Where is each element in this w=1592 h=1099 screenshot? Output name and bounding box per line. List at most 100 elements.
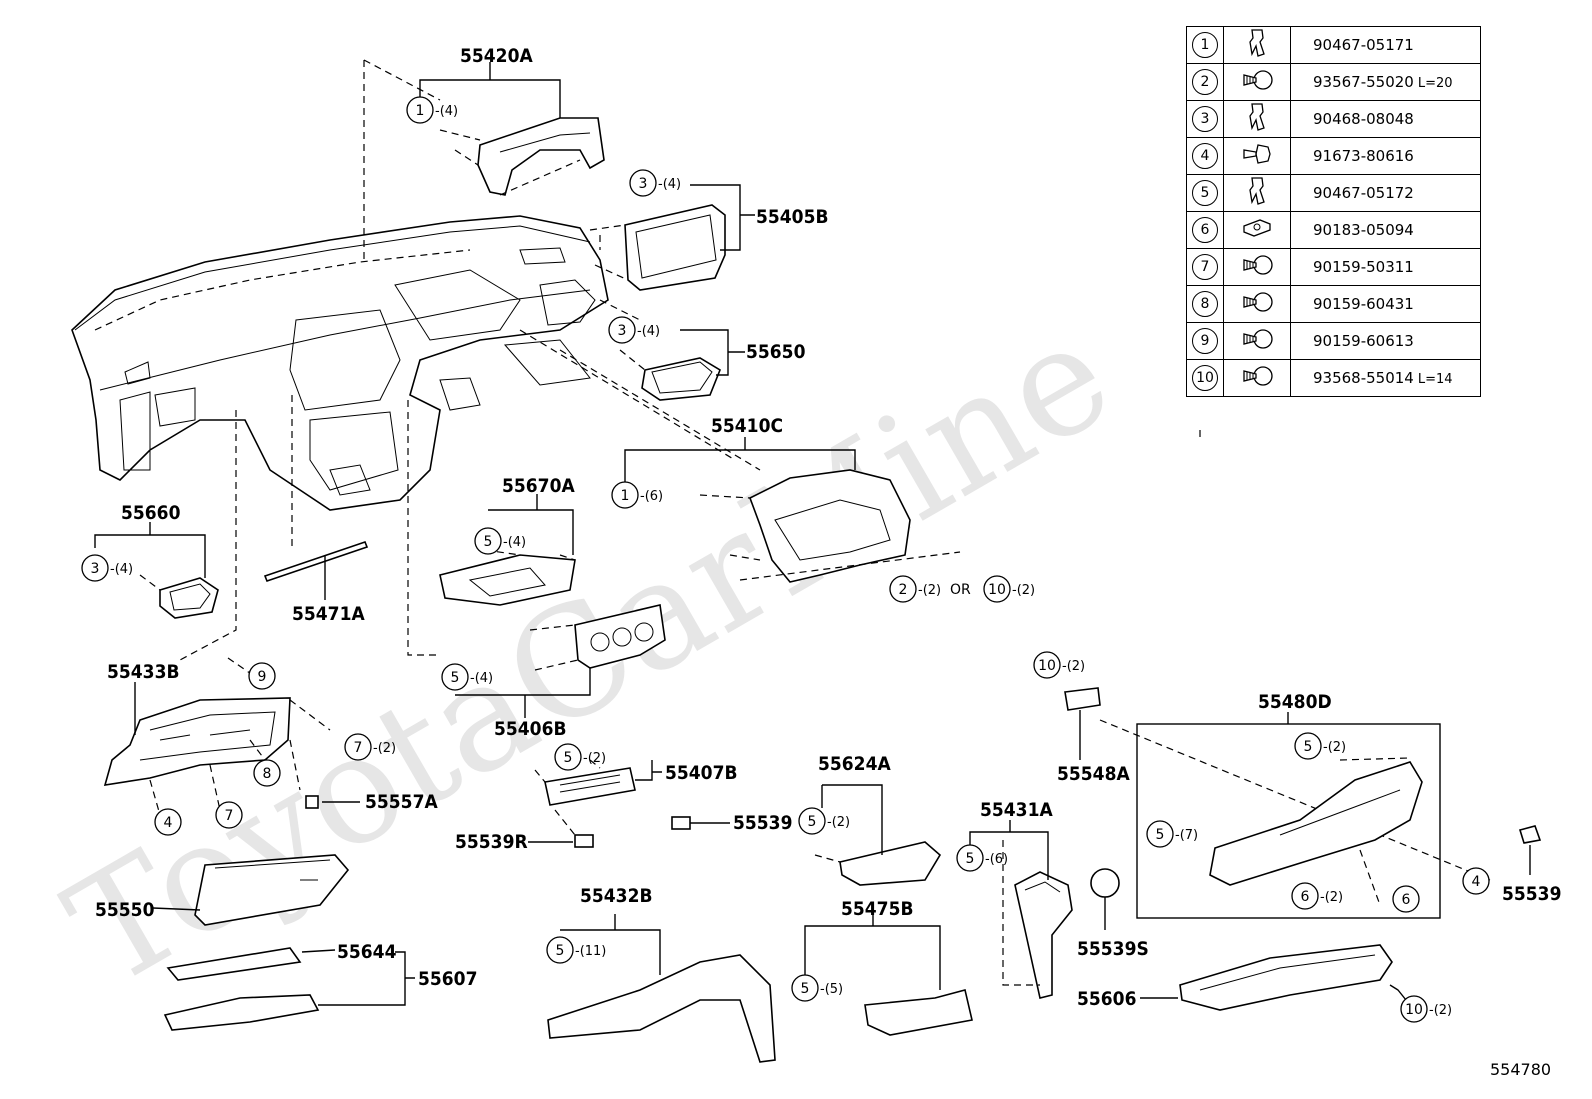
part-55660-shape [139, 574, 219, 619]
svg-text:5: 5 [451, 670, 460, 686]
callout-3-at-55660: 3 -(4) [81, 554, 133, 582]
label-55607: 55607 [418, 968, 477, 990]
fastener-index: 8 [1192, 291, 1218, 317]
svg-text:-(2): -(2) [373, 741, 396, 756]
label-55670A: 55670A [502, 475, 575, 497]
svg-text:6: 6 [1402, 892, 1411, 908]
svg-text:5: 5 [801, 981, 810, 997]
fastener-part-number: 90183-05094 [1313, 221, 1414, 239]
label-55650: 55650 [746, 341, 806, 363]
svg-text:-(4): -(4) [637, 324, 660, 339]
part-55432B-shape [547, 954, 776, 1063]
callout-10-at-55606: 10 -(2) [1400, 995, 1452, 1023]
fastener-row: 9 90159-60613 [1186, 322, 1481, 360]
part-55644-shape [166, 947, 302, 981]
fastener-part-cell: 90467-05172 [1290, 174, 1481, 212]
fastener-index: 6 [1192, 217, 1218, 243]
bolt-icon [1223, 137, 1291, 175]
callout-8: 8 [253, 759, 281, 787]
svg-text:-(5): -(5) [820, 982, 843, 997]
leader-lines [94, 62, 1531, 1006]
label-55433B: 55433B [107, 661, 180, 683]
svg-text:-(2): -(2) [827, 815, 850, 830]
svg-text:3: 3 [639, 176, 648, 192]
callout-10-at-55548A: 10 -(2) [1033, 651, 1085, 679]
svg-text:5: 5 [556, 943, 565, 959]
part-55431A-shape [1002, 840, 1073, 999]
fastener-part-cell: 90468-08048 [1290, 100, 1481, 138]
fastener-part-cell: 90467-05171 [1290, 26, 1481, 64]
fastener-index-cell: 2 [1186, 63, 1224, 101]
fastener-length: L=14 [1417, 372, 1453, 387]
callout-2-or-10-at-55410C: 2 -(2) OR 10 -(2) [889, 575, 1035, 603]
callout-5-at-55407B: 5 -(2) [554, 743, 606, 771]
fastener-part-cell: 91673-80616 [1290, 137, 1481, 175]
nut-icon [1223, 211, 1291, 249]
callout-5-at-55475B: 5 -(5) [791, 974, 843, 1002]
fastener-row: 5 90467-05172 [1186, 174, 1481, 212]
label-55405B: 55405B [756, 206, 829, 228]
fastener-part-number: 93568-55014 [1313, 369, 1414, 387]
fastener-part-number: 90159-60431 [1313, 295, 1414, 313]
svg-text:5: 5 [564, 750, 573, 766]
screw-icon [1223, 248, 1291, 286]
fastener-index: 1 [1192, 32, 1218, 58]
fastener-index-cell: 5 [1186, 174, 1224, 212]
label-55539: 55539 [733, 812, 792, 834]
fastener-index: 10 [1192, 365, 1218, 391]
callout-6-right: 6 [1392, 885, 1420, 913]
part-55607-shape [163, 994, 320, 1031]
svg-text:5: 5 [966, 851, 975, 867]
fastener-part-cell: 90159-60431 [1290, 285, 1481, 323]
svg-text:-(4): -(4) [470, 671, 493, 686]
fastener-part-number: 90159-60613 [1313, 332, 1414, 350]
svg-text:4: 4 [1472, 874, 1481, 890]
svg-text:-(7): -(7) [1175, 828, 1198, 843]
fastener-part-number: 90467-05171 [1313, 36, 1414, 54]
fastener-index-cell: 1 [1186, 26, 1224, 64]
fastener-part-number: 90468-08048 [1313, 110, 1414, 128]
part-55548A-shape [1064, 687, 1101, 711]
svg-text:3: 3 [91, 561, 100, 577]
callout-3-at-55405B: 3 -(4) [629, 169, 681, 197]
fastener-index: 9 [1192, 328, 1218, 354]
part-55550-shape [194, 854, 350, 926]
callout-4-left: 4 [154, 808, 182, 836]
label-55475B: 55475B [841, 898, 914, 920]
svg-text:5: 5 [1304, 739, 1313, 755]
callout-5-at-55670A: 5 -(4) [474, 527, 526, 555]
svg-text:10: 10 [988, 582, 1006, 598]
fastener-index-cell: 7 [1186, 248, 1224, 286]
svg-text:10: 10 [1038, 658, 1056, 674]
svg-text:-(11): -(11) [575, 944, 606, 959]
screw-icon [1223, 359, 1291, 397]
fastener-part-cell: 90183-05094 [1290, 211, 1481, 249]
fastener-part-cell: 90159-50311 [1290, 248, 1481, 286]
svg-text:-(2): -(2) [1320, 890, 1343, 905]
clip-icon [1223, 174, 1291, 212]
svg-text:-(4): -(4) [435, 104, 458, 119]
diagram-code: 554780 [1490, 1060, 1552, 1079]
clip-icon [1223, 100, 1291, 138]
label-55431A: 55431A [980, 799, 1053, 821]
svg-text:1: 1 [416, 103, 425, 119]
label-55606: 55606 [1077, 988, 1136, 1010]
label-55660: 55660 [121, 502, 181, 524]
fastener-row: 8 90159-60431 [1186, 285, 1481, 323]
svg-text:-(4): -(4) [503, 535, 526, 550]
svg-text:9: 9 [258, 669, 267, 685]
svg-text:10: 10 [1405, 1002, 1423, 1018]
svg-text:7: 7 [225, 808, 234, 824]
fastener-index: 2 [1192, 69, 1218, 95]
svg-text:OR: OR [950, 582, 971, 598]
callout-9: 9 [248, 662, 276, 690]
label-55624A: 55624A [818, 753, 891, 775]
fastener-part-number: 91673-80616 [1313, 147, 1414, 165]
